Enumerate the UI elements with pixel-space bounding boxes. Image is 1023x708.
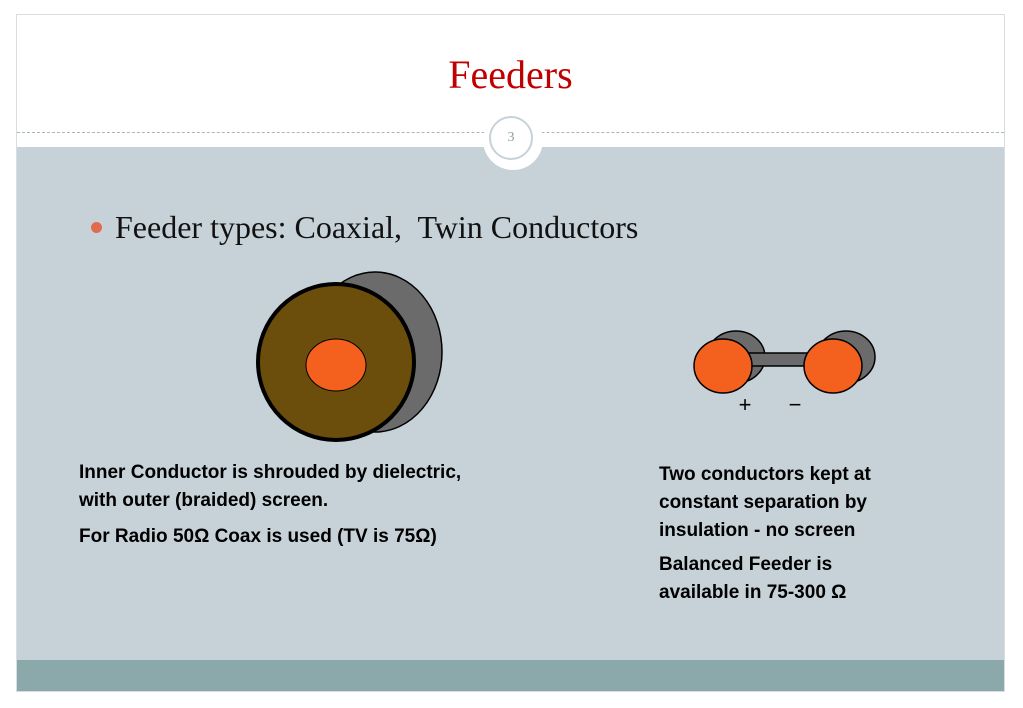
slide: Feeders 3 Feeder types: Coaxial, Twin Co… [16,14,1005,692]
twin-conductor-icon [693,330,876,394]
twin-left-conductor [693,338,753,394]
page-number-ring [489,116,533,160]
twin-caption-line: Balanced Feeder is [659,554,833,575]
coax-cable-icon [256,271,443,442]
bullet-text: Feeder types: Coaxial, Twin Conductors [115,209,639,245]
twin-caption-line: available in 75-300 Ω [659,582,847,603]
coax-inner-conductor [305,338,367,392]
twin-right-conductor [803,338,863,394]
slide-title: Feeders [448,52,573,97]
twin-caption: Two conductors kept at constant separati… [659,461,871,607]
coax-caption-line: Inner Conductor is shrouded by dielectri… [79,462,462,483]
minus-label: − [789,392,802,417]
content-area [17,147,1004,661]
footer-bar [17,660,1004,691]
twin-caption-line: insulation - no screen [659,520,856,541]
coax-caption: Inner Conductor is shrouded by dielectri… [79,459,461,551]
coax-caption-line: with outer (braided) screen. [79,490,329,511]
twin-caption-line: constant separation by [659,492,867,513]
page-number: 3 [507,130,515,145]
bullet-dot-icon [91,222,102,233]
coax-caption-line: For Radio 50Ω Coax is used (TV is 75Ω) [79,526,437,547]
plus-label: + [739,392,752,417]
feeder-illustrations: + − [256,271,876,442]
twin-caption-line: Two conductors kept at [659,464,871,485]
